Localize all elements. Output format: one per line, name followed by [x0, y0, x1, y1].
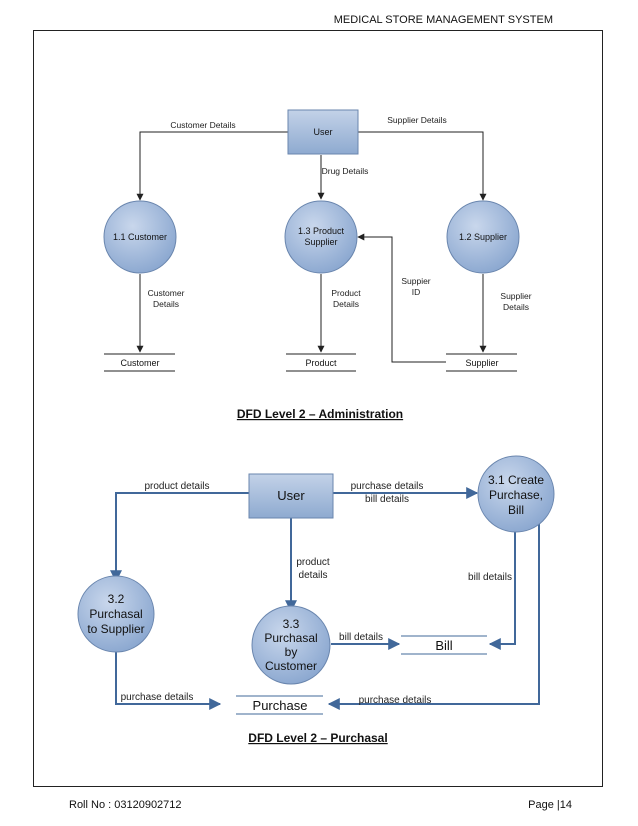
label-purchase-details-left: purchase details	[121, 692, 194, 703]
store-customer-label: Customer	[120, 358, 159, 368]
process-create-label-2: Purchase,	[489, 488, 543, 502]
process-customer	[103, 200, 177, 274]
label-purchase-details-right: purchase details	[359, 695, 432, 706]
flow-product-details	[110, 492, 249, 583]
process-customer-label-4: Customer	[265, 659, 317, 673]
flow-bill-details-right	[488, 531, 516, 650]
flow-supplier-details	[358, 131, 487, 201]
flow-purchase-details-left	[115, 651, 222, 710]
label-product-details-down-b: details	[299, 570, 328, 581]
label-customer-details: Customer Details	[170, 120, 235, 130]
process-supplier-label-3: to Supplier	[87, 622, 144, 636]
entity-user-admin-label: User	[313, 127, 332, 137]
process-create-label-1: 3.1 Create	[488, 473, 544, 487]
process-customer-label-2: Purchasal	[264, 631, 317, 645]
label-customer-details-2a: Customer	[148, 288, 185, 298]
flow-customer-details	[136, 131, 288, 201]
label-product-details-down-a: product	[296, 557, 330, 568]
label-supplier-details-2a: Supplier	[500, 291, 531, 301]
process-product-supplier-label-1: 1.3 Product	[298, 226, 345, 236]
label-bill-details-right: bill details	[468, 572, 512, 583]
process-supplier	[446, 200, 520, 274]
process-supplier-label-1: 3.2	[108, 592, 125, 606]
label-customer-details-2b: Details	[153, 299, 179, 309]
process-customer-label-1: 3.3	[283, 617, 300, 631]
process-product-supplier-label-2: Supplier	[304, 237, 337, 247]
store-product-label: Product	[305, 358, 337, 368]
dfd-administration: User 1.1 Customer 1.3 Product Supplier 1…	[103, 109, 532, 421]
store-supplier-label: Supplier	[465, 358, 498, 368]
label-drug-details: Drug Details	[322, 166, 369, 176]
flow-purchase-details-right	[327, 524, 540, 710]
caption-administration: DFD Level 2 – Administration	[237, 407, 403, 421]
label-supplier-id-b: ID	[412, 287, 421, 297]
process-purchasal-supplier	[77, 575, 155, 653]
label-supplier-details-2b: Details	[503, 302, 529, 312]
dfd-purchasal: User 3.1 Create Purchase, Bill 3.2 Purch…	[77, 455, 555, 745]
label-product-details-b: Details	[333, 299, 359, 309]
page-header: MEDICAL STORE MANAGEMENT SYSTEM	[333, 14, 553, 26]
entity-user-purchasal-label: User	[277, 488, 305, 503]
store-bill-label: Bill	[435, 638, 452, 653]
page-frame	[33, 30, 603, 787]
process-supplier-label: 1.2 Supplier	[459, 232, 507, 242]
label-product-details-a: Product	[331, 288, 361, 298]
label-bill-details: bill details	[365, 494, 409, 505]
process-purchasal-customer	[251, 605, 331, 685]
store-purchase-label: Purchase	[253, 698, 308, 713]
entity-user-purchasal	[248, 473, 334, 519]
process-supplier-label-2: Purchasal	[89, 607, 142, 621]
process-create-purchase-bill	[477, 455, 555, 533]
label-purchase-details: purchase details	[351, 481, 424, 492]
footer-roll-number: Roll No : 03120902712	[69, 799, 182, 811]
process-create-label-3: Bill	[508, 503, 524, 517]
label-product-details: product details	[144, 481, 209, 492]
label-supplier-id-a: Suppier	[401, 276, 430, 286]
label-bill-details-mid: bill details	[339, 632, 383, 643]
entity-user-admin	[287, 109, 359, 155]
process-customer-label-3: by	[285, 645, 298, 659]
label-supplier-details: Supplier Details	[387, 115, 447, 125]
process-customer-label: 1.1 Customer	[113, 232, 167, 242]
footer-page-number: Page |14	[528, 799, 572, 811]
caption-purchasal: DFD Level 2 – Purchasal	[248, 731, 387, 745]
process-product-supplier	[284, 200, 358, 274]
flow-supplier-id	[357, 233, 446, 363]
